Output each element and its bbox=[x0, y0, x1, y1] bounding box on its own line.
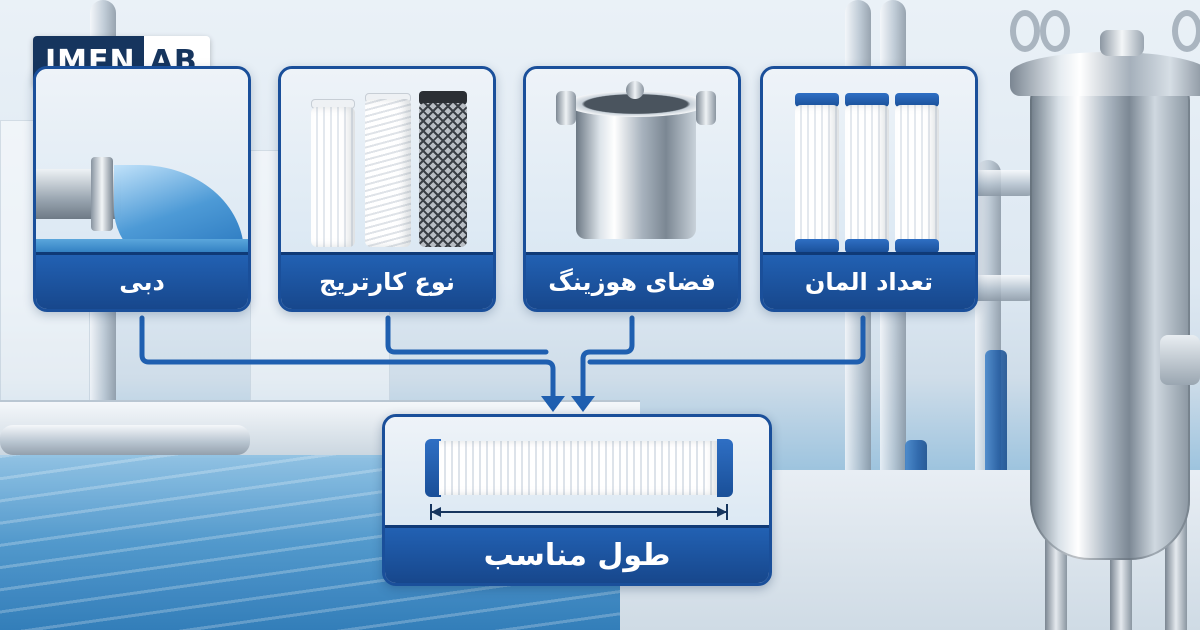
arrow-head-right bbox=[571, 396, 595, 412]
arrow-head-left bbox=[541, 396, 565, 412]
cartridge-cap-icon bbox=[795, 93, 839, 107]
carbon-block-cartridge-icon bbox=[419, 103, 467, 247]
pleated-cartridge-icon bbox=[895, 105, 939, 245]
result-label-suitable-length: طول مناسب bbox=[385, 525, 769, 583]
cartridge-cap-icon bbox=[419, 91, 467, 105]
card-label-cartridge-type: نوع کارتریج bbox=[281, 252, 493, 309]
pleated-cartridge-icon bbox=[439, 441, 719, 495]
housing-clamp-icon bbox=[626, 81, 644, 99]
filter-tank bbox=[1030, 80, 1190, 560]
card-flow-rate[interactable]: دبی bbox=[33, 66, 251, 312]
filter-tank-port bbox=[1160, 335, 1200, 385]
tank-lift-eye bbox=[1010, 10, 1040, 52]
card-cartridge-type[interactable]: نوع کارتریج bbox=[278, 66, 496, 312]
card-label-element-count: تعداد المان bbox=[763, 252, 975, 309]
cartridge-cap-icon bbox=[845, 239, 889, 253]
connector-housing-space bbox=[580, 315, 635, 401]
cartridge-cap-icon bbox=[845, 93, 889, 107]
filter-tank-lid bbox=[1010, 52, 1200, 96]
background-pipe bbox=[0, 425, 250, 455]
connector-flow-rate bbox=[139, 315, 556, 401]
cartridge-cap-icon bbox=[895, 239, 939, 253]
cartridge-types-image bbox=[281, 69, 493, 255]
connector-element-count bbox=[587, 315, 866, 365]
result-card-suitable-length[interactable]: طول مناسب bbox=[382, 414, 772, 586]
cartridge-cap-icon bbox=[425, 439, 441, 497]
background-blue-pipe bbox=[985, 350, 1007, 500]
result-cartridge-image bbox=[385, 417, 769, 531]
element-count-image bbox=[763, 69, 975, 255]
housing-clamp-icon bbox=[696, 91, 716, 125]
string-wound-cartridge-icon bbox=[365, 99, 411, 247]
cartridge-cap-icon bbox=[895, 93, 939, 107]
pipe-flange-icon bbox=[91, 157, 113, 231]
length-arrow-icon bbox=[430, 504, 728, 520]
card-element-count[interactable]: تعداد المان bbox=[760, 66, 978, 312]
filter-tank-knob bbox=[1100, 30, 1144, 56]
cartridge-cap-icon bbox=[795, 239, 839, 253]
connector-cartridge-type bbox=[385, 315, 549, 355]
water-pipe-image bbox=[36, 69, 248, 255]
housing-bowl-icon bbox=[576, 99, 696, 239]
card-housing-space[interactable]: فضای هوزینگ bbox=[523, 66, 741, 312]
pleated-cartridge-icon bbox=[795, 105, 839, 245]
card-label-flow-rate: دبی bbox=[36, 252, 248, 309]
card-label-housing-space: فضای هوزینگ bbox=[526, 252, 738, 309]
water-surface bbox=[36, 239, 248, 255]
housing-image bbox=[526, 69, 738, 255]
tank-lift-eye bbox=[1040, 10, 1070, 52]
cartridge-cap-icon bbox=[717, 439, 733, 497]
housing-clamp-icon bbox=[556, 91, 576, 125]
tank-lift-eye bbox=[1172, 10, 1200, 52]
pleated-cartridge-icon bbox=[845, 105, 889, 245]
pleated-cartridge-icon bbox=[311, 107, 355, 247]
